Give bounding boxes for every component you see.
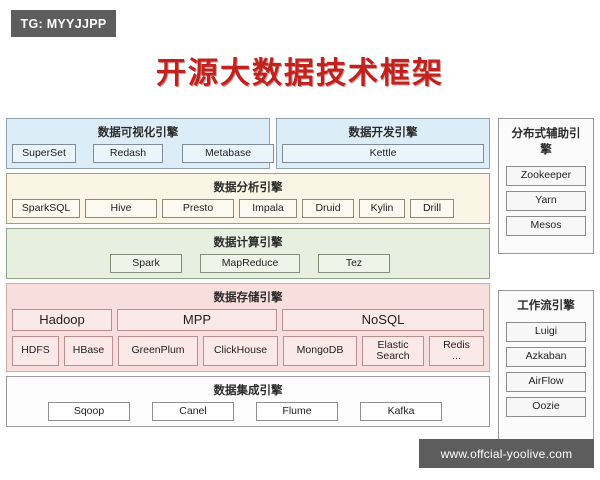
- chip-redis[interactable]: Redis ...: [429, 336, 484, 366]
- chip-azkaban[interactable]: Azkaban: [506, 347, 586, 367]
- chip-elasticsearch[interactable]: Elastic Search: [362, 336, 424, 366]
- top-engines-row: 数据可视化引擎 SuperSet Redash Metabase 数据开发引擎 …: [6, 118, 490, 173]
- chip-row: Kettle: [282, 144, 484, 163]
- chip-druid[interactable]: Druid: [302, 199, 354, 218]
- chip-hbase[interactable]: HBase: [64, 336, 113, 366]
- chip-row: SuperSet Redash Metabase: [12, 144, 274, 163]
- main-stack-column: 数据可视化引擎 SuperSet Redash Metabase 数据开发引擎 …: [6, 118, 490, 431]
- chip-canel[interactable]: Canel: [152, 402, 234, 421]
- chip-luigi[interactable]: Luigi: [506, 322, 586, 342]
- chip-clickhouse[interactable]: ClickHouse: [203, 336, 278, 366]
- chip-hive[interactable]: Hive: [85, 199, 157, 218]
- chip-mesos[interactable]: Mesos: [506, 216, 586, 236]
- layer-title-storage: 数据存储引擎: [213, 290, 283, 304]
- layer-development: 数据开发引擎 Kettle: [276, 118, 490, 169]
- site-watermark: www.offcial-yoolive.com: [419, 439, 594, 468]
- chip-kafka[interactable]: Kafka: [360, 402, 442, 421]
- side-engines-column: 分布式辅助引擎 Zookeeper Yarn Mesos 工作流引擎 Luigi…: [498, 118, 594, 442]
- group-nosql[interactable]: NoSQL: [282, 309, 484, 331]
- panel-title-distributed-assist: 分布式辅助引擎: [511, 126, 581, 156]
- panel-workflow: 工作流引擎 Luigi Azkaban AirFlow Oozie: [498, 290, 594, 442]
- layer-storage: 数据存储引擎 Hadoop MPP NoSQL HDFS HBase Green…: [6, 283, 490, 372]
- chip-mongodb[interactable]: MongoDB: [283, 336, 357, 366]
- chip-zookeeper[interactable]: Zookeeper: [506, 166, 586, 186]
- storage-group-row: Hadoop MPP NoSQL: [12, 309, 484, 331]
- architecture-diagram: 数据可视化引擎 SuperSet Redash Metabase 数据开发引擎 …: [0, 118, 600, 442]
- layer-analysis: 数据分析引擎 SparkSQL Hive Presto Impala Druid…: [6, 173, 490, 224]
- chip-sqoop[interactable]: Sqoop: [48, 402, 130, 421]
- chip-kettle[interactable]: Kettle: [282, 144, 484, 163]
- chip-kylin[interactable]: Kylin: [359, 199, 405, 218]
- chip-row: SparkSQL Hive Presto Impala Druid Kylin …: [12, 199, 484, 218]
- chip-airflow[interactable]: AirFlow: [506, 372, 586, 392]
- chip-flume[interactable]: Flume: [256, 402, 338, 421]
- chip-row: Spark MapReduce Tez: [12, 254, 484, 273]
- chip-row: Sqoop Canel Flume Kafka: [12, 402, 484, 421]
- chip-metabase[interactable]: Metabase: [182, 144, 274, 163]
- chip-hdfs[interactable]: HDFS: [12, 336, 59, 366]
- chip-superset[interactable]: SuperSet: [12, 144, 76, 163]
- chip-mapreduce[interactable]: MapReduce: [200, 254, 300, 273]
- layer-title-integration: 数据集成引擎: [213, 383, 283, 397]
- layer-title-analysis: 数据分析引擎: [213, 180, 283, 194]
- chip-sparksql[interactable]: SparkSQL: [12, 199, 80, 218]
- chip-presto[interactable]: Presto: [162, 199, 234, 218]
- chip-impala[interactable]: Impala: [239, 199, 297, 218]
- group-mpp[interactable]: MPP: [117, 309, 277, 331]
- page-title: 开源大数据技术框架: [156, 56, 444, 91]
- layer-visualization: 数据可视化引擎 SuperSet Redash Metabase: [6, 118, 274, 169]
- chip-yarn[interactable]: Yarn: [506, 191, 586, 211]
- chip-oozie[interactable]: Oozie: [506, 397, 586, 417]
- layer-title-compute: 数据计算引擎: [213, 235, 283, 249]
- chip-greenplum[interactable]: GreenPlum: [118, 336, 198, 366]
- tg-watermark-badge: TG: MYYJJPP: [11, 10, 116, 37]
- storage-item-row: HDFS HBase GreenPlum ClickHouse MongoDB …: [12, 336, 484, 366]
- layer-integration: 数据集成引擎 Sqoop Canel Flume Kafka: [6, 376, 490, 427]
- layer-title-visualization: 数据可视化引擎: [97, 125, 179, 139]
- chip-drill[interactable]: Drill: [410, 199, 454, 218]
- panel-title-workflow: 工作流引擎: [517, 298, 575, 312]
- chip-spark[interactable]: Spark: [110, 254, 182, 273]
- layer-compute: 数据计算引擎 Spark MapReduce Tez: [6, 228, 490, 279]
- group-hadoop[interactable]: Hadoop: [12, 309, 112, 331]
- panel-distributed-assist: 分布式辅助引擎 Zookeeper Yarn Mesos: [498, 118, 594, 254]
- chip-redash[interactable]: Redash: [93, 144, 163, 163]
- layer-title-development: 数据开发引擎: [348, 125, 418, 139]
- chip-tez[interactable]: Tez: [318, 254, 390, 273]
